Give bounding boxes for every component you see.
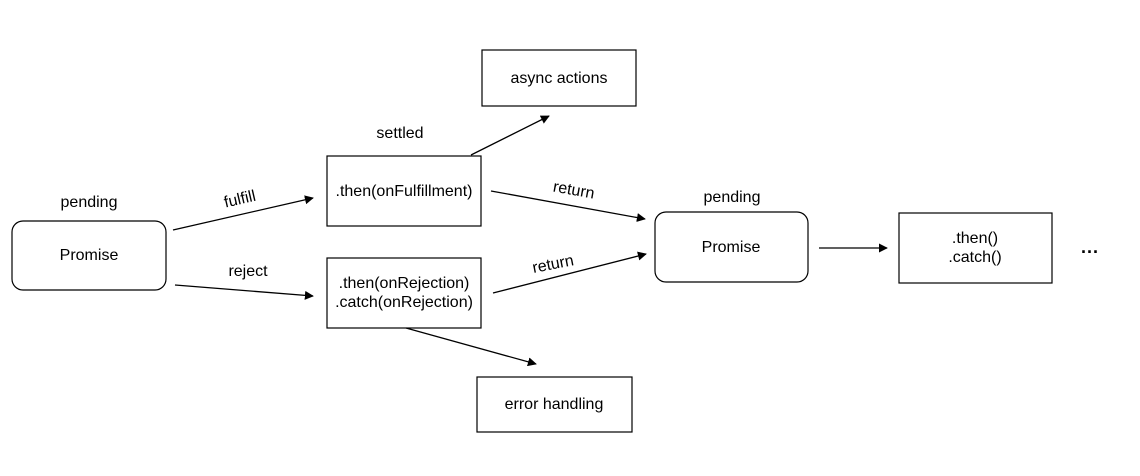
edge-to-async-actions-arrow <box>470 115 550 156</box>
then-fulfillment-node: .then(onFulfillment) <box>326 155 482 227</box>
error-handling-label: error handling <box>505 396 604 413</box>
then-catch-rejection-node: .then(onRejection) .catch(onRejection) <box>326 257 482 329</box>
then-catch-next-node: .then() .catch() <box>898 212 1053 284</box>
edge-label-return-top: return <box>552 179 596 203</box>
then-fulfillment-label: .then(onFulfillment) <box>336 183 473 200</box>
edge-label-reject: reject <box>228 263 268 280</box>
promise-initial-label: Promise <box>60 247 119 264</box>
then-next-label: .then() <box>952 230 998 247</box>
state-label-pending-returned: pending <box>704 189 761 206</box>
state-label-settled: settled <box>376 125 423 142</box>
async-actions-label: async actions <box>511 70 608 87</box>
edge-reject-arrow <box>174 284 314 300</box>
then-rejection-label: .then(onRejection) <box>339 275 470 292</box>
edge-return-top-arrow <box>490 190 646 222</box>
error-handling-node: error handling <box>476 376 633 433</box>
catch-next-label: .catch() <box>948 249 1001 266</box>
edge-label-fulfill: fulfill <box>222 188 257 212</box>
edge-return-bottom-arrow <box>492 251 647 294</box>
promise-returned-label: Promise <box>702 239 761 256</box>
promise-initial-node: Promise <box>11 220 167 291</box>
edge-to-error-handling-arrow <box>405 327 537 367</box>
catch-rejection-label: .catch(onRejection) <box>335 294 473 311</box>
promise-returned-node: Promise <box>654 211 809 283</box>
state-label-pending-initial: pending <box>61 194 118 211</box>
continuation-ellipsis: ... <box>1081 237 1099 257</box>
async-actions-node: async actions <box>481 49 637 107</box>
edge-fulfill-arrow <box>172 195 314 231</box>
